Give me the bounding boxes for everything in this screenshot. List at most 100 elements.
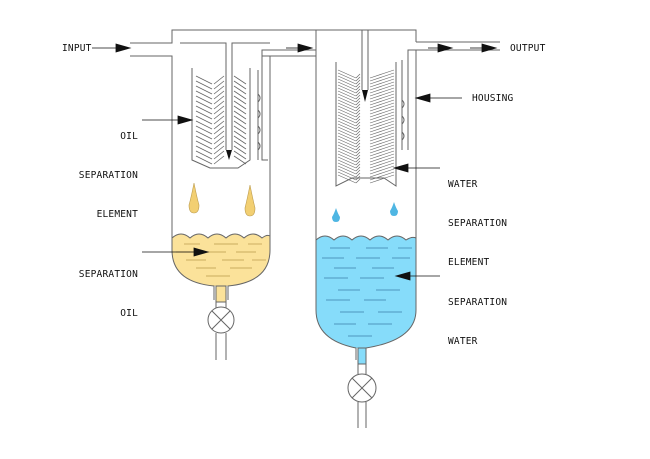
separation-water-label: SEPARATION WATER bbox=[448, 297, 508, 347]
oil-pleat bbox=[195, 155, 213, 165]
water-pleat bbox=[337, 78, 357, 88]
oil-pleat bbox=[233, 115, 247, 125]
oil-dash-lines bbox=[176, 243, 266, 277]
oil-pleat bbox=[195, 80, 213, 90]
water-pleat bbox=[369, 105, 395, 115]
water-pleat bbox=[355, 151, 361, 157]
water-pleat bbox=[355, 169, 361, 175]
oil-flow-arrow bbox=[226, 150, 232, 160]
oil-pleat bbox=[233, 130, 247, 140]
oil-pleat bbox=[213, 105, 225, 115]
oil-pleat bbox=[195, 140, 213, 150]
oil-pleat bbox=[233, 120, 247, 130]
water-pleat bbox=[337, 135, 357, 145]
water-pleat bbox=[337, 102, 357, 112]
water-pleat bbox=[355, 163, 361, 169]
water-pleat bbox=[337, 99, 357, 109]
water-pleat bbox=[369, 120, 395, 130]
water-pleat bbox=[337, 141, 357, 151]
water-pleat bbox=[355, 79, 361, 85]
oil-pleat bbox=[233, 125, 247, 135]
oil-pleat bbox=[213, 85, 225, 95]
water-pleat bbox=[369, 171, 395, 181]
water-pleat bbox=[355, 103, 361, 109]
oil-element-inner-tube bbox=[225, 56, 233, 150]
water-pleat bbox=[337, 123, 357, 133]
water-pleat bbox=[337, 114, 357, 124]
output-label: OUTPUT bbox=[510, 43, 546, 54]
water-element-body bbox=[335, 62, 397, 187]
water-pleat bbox=[369, 135, 395, 145]
water-pleat bbox=[337, 150, 357, 160]
water-pleat bbox=[369, 117, 395, 127]
water-pleat bbox=[337, 156, 357, 166]
oil-pleat bbox=[195, 130, 213, 140]
water-pleat bbox=[355, 175, 361, 181]
water-pleat bbox=[369, 132, 395, 142]
water-pleat bbox=[355, 115, 361, 121]
water-pleat bbox=[369, 168, 395, 178]
water-pleat bbox=[369, 87, 395, 97]
oil-pleat bbox=[213, 80, 225, 90]
water-pleat bbox=[355, 172, 361, 178]
water-pleat bbox=[355, 142, 361, 148]
water-valve-cross bbox=[351, 377, 373, 399]
oil-pleat bbox=[233, 110, 247, 120]
water-pleat bbox=[369, 144, 395, 154]
oil-pleat bbox=[233, 80, 247, 90]
oil-pleat bbox=[233, 90, 247, 100]
water-pleat bbox=[337, 75, 357, 85]
water-pleat bbox=[355, 76, 361, 82]
oil-pleat bbox=[213, 110, 225, 120]
water-pleat bbox=[337, 108, 357, 118]
water-pleat bbox=[369, 108, 395, 118]
water-pleat bbox=[355, 121, 361, 127]
oil-pleat bbox=[213, 100, 225, 110]
oil-pleat bbox=[195, 95, 213, 105]
oil-liquid bbox=[172, 234, 270, 286]
water-pleat bbox=[337, 159, 357, 169]
water-pleat bbox=[369, 114, 395, 124]
oil-pleat bbox=[213, 90, 225, 100]
oil-pleat bbox=[195, 145, 213, 155]
water-pleat bbox=[369, 72, 395, 82]
oil-pleat bbox=[213, 155, 225, 165]
oil-pleat bbox=[213, 125, 225, 135]
water-pleat bbox=[369, 69, 395, 79]
oil-pleat bbox=[233, 150, 247, 160]
oil-pleat bbox=[195, 110, 213, 120]
water-pleat bbox=[337, 84, 357, 94]
water-pleat bbox=[355, 112, 361, 118]
oil-pleat bbox=[195, 90, 213, 100]
water-pleat bbox=[369, 75, 395, 85]
water-pleat bbox=[369, 126, 395, 136]
oil-pleat bbox=[213, 130, 225, 140]
oil-drop-right bbox=[244, 184, 256, 217]
separation-oil-label: SEPARATION OIL bbox=[78, 269, 138, 319]
oil-return-tube bbox=[257, 60, 268, 161]
oil-housing bbox=[171, 60, 271, 300]
oil-pleat bbox=[213, 115, 225, 125]
water-housing bbox=[315, 42, 417, 360]
oil-pleat bbox=[195, 100, 213, 110]
water-pleat bbox=[337, 105, 357, 115]
water-pleat bbox=[337, 174, 357, 184]
water-pleat bbox=[369, 129, 395, 139]
oil-drop-left bbox=[188, 182, 200, 214]
water-liquid bbox=[316, 236, 416, 348]
oil-pleat bbox=[233, 100, 247, 110]
oil-pleat bbox=[233, 85, 247, 95]
water-pleat bbox=[369, 159, 395, 169]
oil-pleat bbox=[233, 140, 247, 150]
water-element-pleats bbox=[337, 69, 395, 184]
housing-label: HOUSING bbox=[472, 93, 514, 104]
water-pleat bbox=[369, 138, 395, 148]
water-pleat bbox=[337, 132, 357, 142]
inlet-branch-oil bbox=[180, 42, 270, 56]
water-pleat bbox=[369, 150, 395, 160]
water-pleat bbox=[355, 97, 361, 103]
water-pleat bbox=[369, 153, 395, 163]
oil-pleat bbox=[213, 95, 225, 105]
